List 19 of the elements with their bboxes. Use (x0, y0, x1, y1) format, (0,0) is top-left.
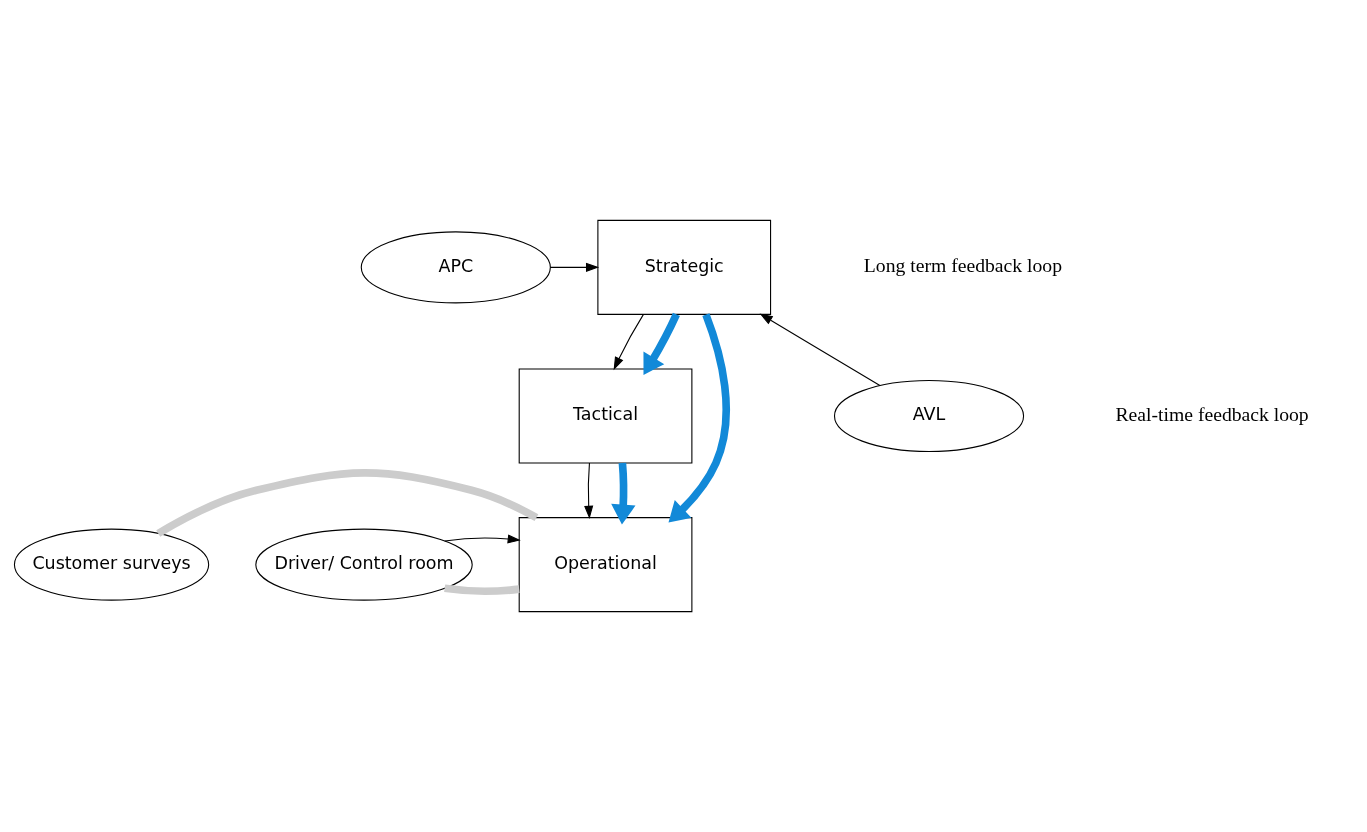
node-ellipse: Customer surveys (13, 528, 209, 601)
node-ellipse: APC (360, 231, 551, 304)
arrow (668, 313, 730, 523)
label: Real-time feedback loop (1114, 402, 1309, 425)
node-ellipse: AVL (833, 379, 1024, 453)
arrow (583, 462, 593, 519)
arrow (610, 462, 635, 525)
arrow (613, 313, 644, 371)
arrow (759, 313, 880, 387)
node-box: Tactical (518, 368, 692, 464)
node-box: Operational (518, 517, 692, 613)
node-box: Strategic (596, 219, 771, 315)
label: Long term feedback loop (863, 254, 1062, 277)
connector (443, 584, 520, 596)
arrow (642, 312, 680, 375)
arrow (549, 262, 599, 272)
node-ellipse: Driver/ Control room (254, 528, 473, 601)
connector (155, 469, 538, 537)
arrow (443, 534, 521, 544)
